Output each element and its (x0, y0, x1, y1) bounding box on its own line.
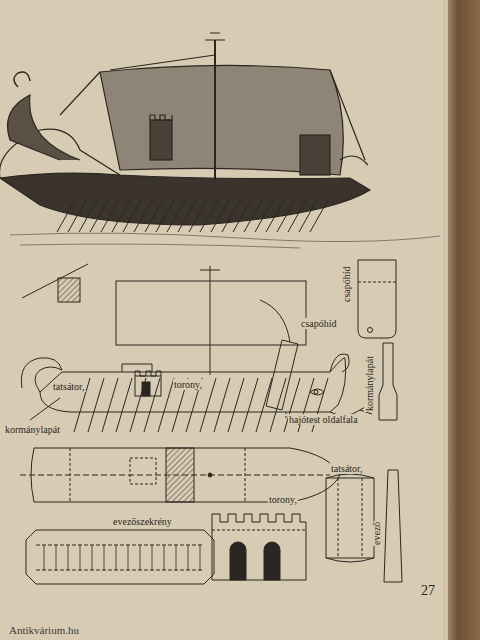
oar-stroke (101, 200, 119, 232)
oar-stroke (104, 545, 105, 570)
oar-stroke (140, 545, 141, 570)
oar-stroke (270, 378, 286, 432)
oar-stroke (144, 378, 160, 432)
oar-stroke (288, 200, 306, 232)
oar-stroke (112, 200, 130, 232)
oar-stroke (189, 200, 207, 232)
oar-stroke (164, 545, 165, 570)
part-label: kormánylapát (364, 355, 375, 412)
oar-stroke (152, 545, 153, 570)
oar-stroke (123, 200, 141, 232)
oar-stroke (214, 378, 230, 432)
oar-stroke (176, 545, 177, 570)
oar-stroke (242, 378, 258, 432)
page-number: 27 (420, 583, 436, 598)
oar-stroke (102, 378, 118, 432)
part-label: evező (371, 521, 382, 546)
part-label: torony, (268, 494, 298, 505)
oar-stroke (116, 378, 132, 432)
oar-stroke (92, 545, 93, 570)
oar-stroke (299, 200, 317, 232)
oar-stroke (266, 200, 284, 232)
oar-stroke (68, 200, 86, 232)
oar-stroke (256, 378, 272, 432)
watermark: Antikvárium.hu (8, 624, 80, 636)
oar-stroke (145, 200, 163, 232)
oar-stroke (310, 200, 328, 232)
oar-stroke (134, 200, 152, 232)
oar-stroke (90, 200, 108, 232)
oar-stroke (277, 200, 295, 232)
part-label: csapóhíd (341, 265, 352, 303)
oar-stroke (80, 545, 81, 570)
oar-stroke (56, 545, 57, 570)
oar-stroke (116, 545, 117, 570)
part-label: torony, (173, 379, 203, 390)
oar-stroke (158, 378, 174, 432)
part-label: tatsátor, (52, 381, 86, 392)
oar-stroke (222, 200, 240, 232)
oar-stroke (57, 200, 75, 232)
oar-stroke (233, 200, 251, 232)
part-label: hajótest oldalfala (288, 414, 359, 425)
part-label: tatsátor, (330, 463, 364, 474)
oar-stroke (211, 200, 229, 232)
oar-stroke (130, 378, 146, 432)
part-label: kormánylapát (4, 424, 61, 435)
oar-stroke (44, 545, 45, 570)
oar-stroke (68, 545, 69, 570)
oar-stroke (255, 200, 273, 232)
oar-stroke (128, 545, 129, 570)
oar-stroke (188, 545, 189, 570)
part-label: evezőszekrény (112, 516, 173, 527)
part-label: csapóhíd (300, 318, 338, 329)
oar-stroke (178, 200, 196, 232)
oar-stroke (167, 200, 185, 232)
oar-stroke (88, 378, 104, 432)
oar-stroke (200, 545, 201, 570)
oar-stroke (79, 200, 97, 232)
oar-stroke (156, 200, 174, 232)
oar-stroke (228, 378, 244, 432)
oar-stroke (244, 200, 262, 232)
oar-stroke (200, 200, 218, 232)
